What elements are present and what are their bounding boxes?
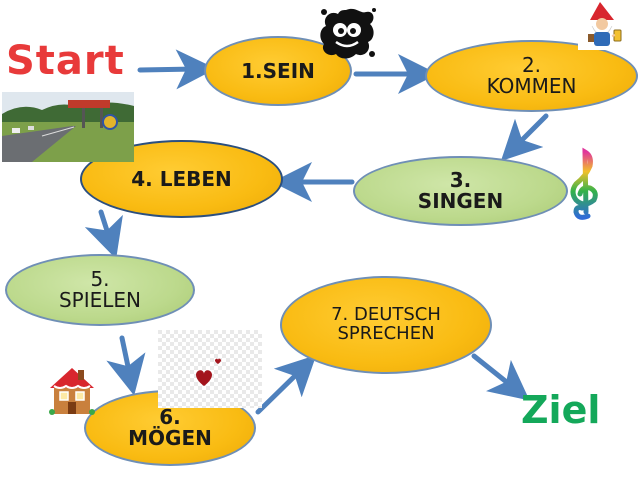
gnome-with-lantern-icon bbox=[578, 0, 636, 50]
step-5-number: 5. bbox=[90, 267, 110, 291]
arrow-7-to-goal bbox=[471, 353, 530, 401]
treble-clef-icon bbox=[570, 147, 598, 220]
step-3-number: 3. bbox=[449, 168, 472, 192]
step-5-word: SPIELEN bbox=[58, 288, 142, 312]
step-7-node: 7. DEUTSCH SPRECHEN bbox=[280, 276, 492, 374]
goal-label: Ziel bbox=[521, 388, 601, 432]
step-1-label: 1.SEIN bbox=[241, 58, 315, 83]
step-3-node: 3. SINGEN bbox=[353, 156, 568, 226]
step-7-line2: SPRECHEN bbox=[337, 323, 435, 344]
step-7-line1: 7. DEUTSCH bbox=[331, 304, 441, 326]
arrow-2-to-3 bbox=[500, 113, 549, 162]
arrow-4-to-5 bbox=[84, 209, 123, 260]
arrow-start-to-1 bbox=[137, 49, 216, 90]
step-2-node: 2. KOMMEN bbox=[425, 40, 638, 112]
step-6-number: 6. bbox=[159, 405, 181, 429]
start-label: Start bbox=[6, 38, 125, 84]
ink-splat-face-icon bbox=[320, 8, 376, 59]
arrow-5-to-6 bbox=[106, 335, 146, 396]
step-3-word: SINGEN bbox=[417, 189, 504, 213]
arrow-6-to-7 bbox=[255, 355, 317, 415]
road-sign-photo bbox=[2, 92, 134, 162]
gingerbread-house-icon bbox=[49, 368, 95, 415]
step-2-word: KOMMEN bbox=[486, 74, 577, 98]
step-6-word: MÖGEN bbox=[128, 426, 212, 450]
step-2-number: 2. bbox=[521, 53, 542, 77]
step-4-label: 4. LEBEN bbox=[131, 166, 232, 191]
step-5-node: 5. SPIELEN bbox=[5, 254, 195, 326]
step-4-node: 4. LEBEN bbox=[80, 140, 283, 218]
hearts-icon bbox=[158, 330, 262, 408]
